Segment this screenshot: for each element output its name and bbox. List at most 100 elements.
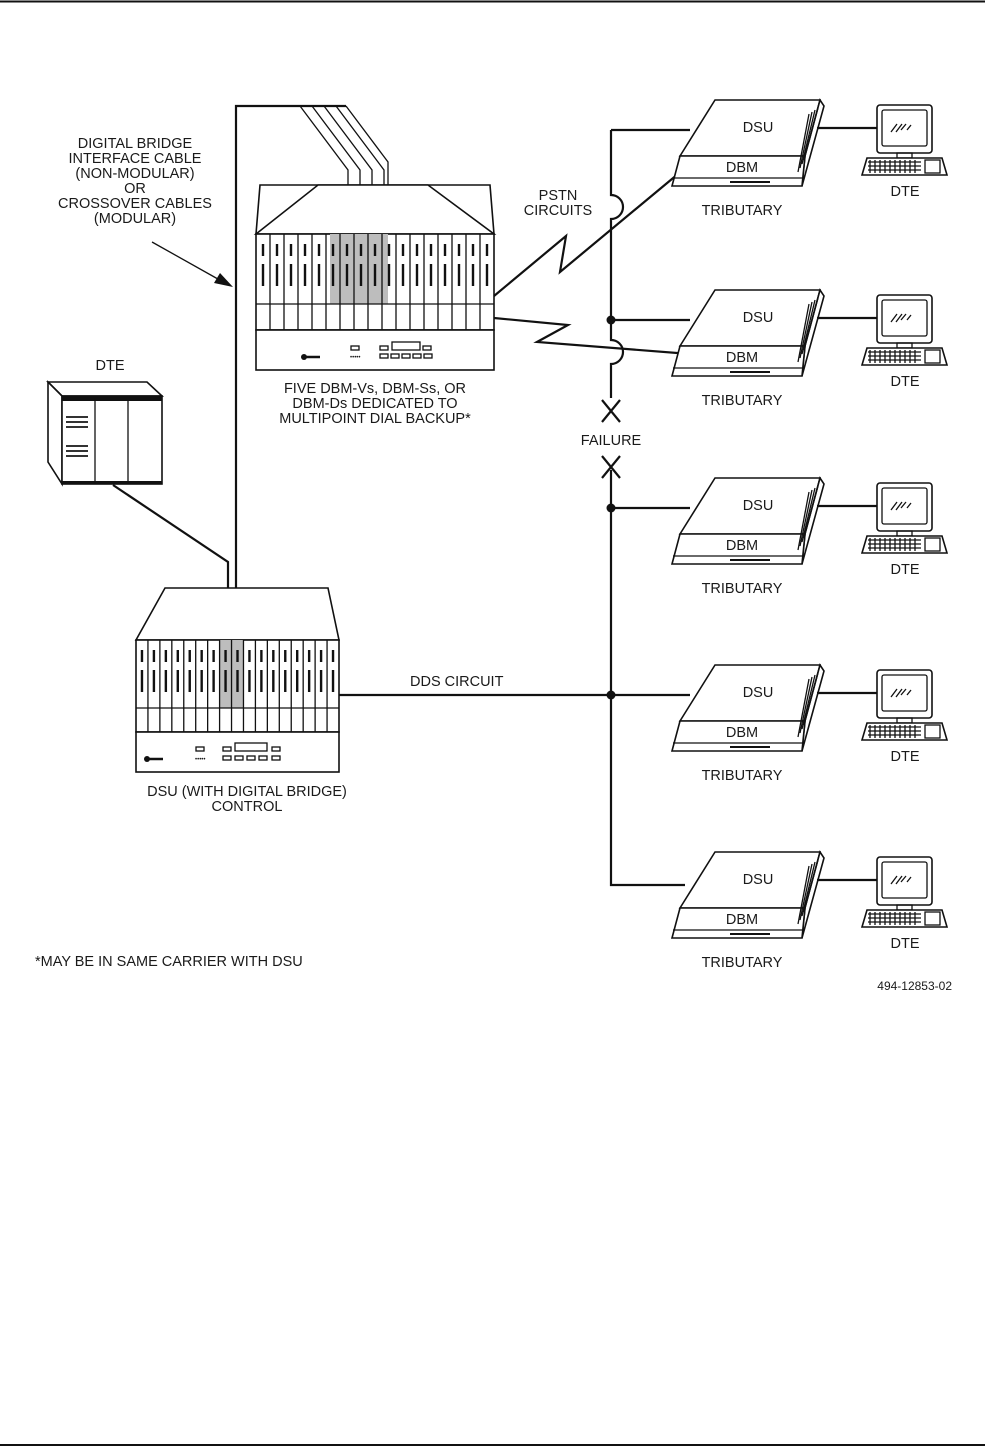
card-handle <box>260 670 263 692</box>
dbm-label: DBM <box>726 912 758 928</box>
dte-label: DTE <box>891 936 920 952</box>
card-handle <box>345 264 349 286</box>
control-carrier: ••••• <box>134 587 340 773</box>
computer-terminal-icon <box>860 104 949 176</box>
card-latch <box>485 244 489 256</box>
dsu-label: DSU <box>743 685 774 701</box>
pstn-circuits: PSTN CIRCUITS <box>493 163 691 356</box>
pstn-label-line: PSTN <box>539 188 578 204</box>
card-latch <box>331 244 335 256</box>
cable-label: DIGITAL BRIDGE INTERFACE CABLE (NON-MODU… <box>58 136 212 227</box>
led-row: ••••• <box>350 355 361 361</box>
card-latch <box>345 244 349 256</box>
cable-label-line: (NON-MODULAR) <box>75 166 194 182</box>
card-latch <box>248 650 251 662</box>
dbm-label: DBM <box>726 538 758 554</box>
card-handle <box>373 264 377 286</box>
card-latch <box>272 650 275 662</box>
card-handle <box>331 264 335 286</box>
card-handle <box>317 264 321 286</box>
card-latch <box>429 244 433 256</box>
card-latch <box>387 244 391 256</box>
junction-dot <box>606 315 616 325</box>
card-handle <box>261 264 265 286</box>
cable-label-line: (MODULAR) <box>94 211 176 227</box>
card-latch <box>260 650 263 662</box>
card-latch <box>200 650 203 662</box>
dbm-carrier-label-line: FIVE DBM-Vs, DBM-Ss, OR <box>284 381 466 397</box>
tributary-site: DSU DBM TRIBUTARY DTE <box>670 850 949 971</box>
dds-circuit: DDS CIRCUIT <box>339 674 690 697</box>
control-carrier-label-line: CONTROL <box>212 799 283 815</box>
card-handle <box>236 670 239 692</box>
card-latch <box>289 244 293 256</box>
card-handle <box>224 670 227 692</box>
break-x-icon <box>601 455 621 479</box>
dbm-carrier-label: FIVE DBM-Vs, DBM-Ss, OR DBM-Ds DEDICATED… <box>279 381 471 427</box>
led-row: ••••• <box>195 757 206 763</box>
dbm-carrier-label-line: DBM-Ds DEDICATED TO <box>292 396 457 412</box>
card-handle <box>176 670 179 692</box>
card-handle <box>443 264 447 286</box>
card-handle <box>140 670 144 692</box>
card-latch <box>261 244 265 256</box>
card-latch <box>224 650 227 662</box>
dds-circuit-label: DDS CIRCUIT <box>410 674 504 690</box>
footnote: *MAY BE IN SAME CARRIER WITH DSU <box>35 954 303 970</box>
card-handle <box>289 264 293 286</box>
control-carrier-label-line: DSU (WITH DIGITAL BRIDGE) <box>147 784 347 800</box>
card-latch <box>331 650 335 662</box>
card-handle <box>188 670 191 692</box>
tributary-label: TRIBUTARY <box>702 393 783 409</box>
dbm-label: DBM <box>726 725 758 741</box>
card-latch <box>373 244 377 256</box>
card-handle <box>307 670 311 692</box>
host-dte-label: DTE <box>96 358 125 374</box>
multipoint-backbone <box>606 128 690 887</box>
tributary-label: TRIBUTARY <box>702 768 783 784</box>
dbm-label: DBM <box>726 350 758 366</box>
figure-id: 494-12853-02 <box>877 979 952 993</box>
computer-terminal-icon <box>860 294 949 366</box>
computer-terminal-icon <box>860 669 949 741</box>
computer-terminal-icon <box>860 482 949 554</box>
dbm-label: DBM <box>726 160 758 176</box>
junction-dot <box>606 503 616 513</box>
card-latch <box>176 650 179 662</box>
pointer-arrow-icon <box>151 241 233 287</box>
failure-label: FAILURE <box>581 433 642 449</box>
card-handle <box>272 670 275 692</box>
tributary-modem: DSU DBM <box>670 850 825 939</box>
card-handle <box>471 264 475 286</box>
card-handle <box>152 670 156 692</box>
tributary-label: TRIBUTARY <box>702 955 783 971</box>
bridge-cable <box>112 104 389 588</box>
card-latch <box>471 244 475 256</box>
card-handle <box>319 670 323 692</box>
card-latch <box>319 650 323 662</box>
card-latch <box>401 244 405 256</box>
tributary-label: TRIBUTARY <box>702 581 783 597</box>
card-handle <box>248 670 251 692</box>
host-dte-cabinet: DTE <box>46 358 165 487</box>
card-handle <box>296 670 299 692</box>
card-latch <box>307 650 311 662</box>
break-x-icon <box>601 399 621 423</box>
card-latch <box>152 650 156 662</box>
card-handle <box>303 264 307 286</box>
card-latch <box>359 244 363 256</box>
cable-label-line: DIGITAL BRIDGE <box>78 136 193 152</box>
card-latch <box>303 244 307 256</box>
card-handle <box>212 670 215 692</box>
card-handle <box>359 264 363 286</box>
dsu-label: DSU <box>743 872 774 888</box>
card-handle <box>331 670 335 692</box>
dbm-carrier: ••••• <box>253 184 497 371</box>
card-latch <box>415 244 419 256</box>
card-handle <box>457 264 461 286</box>
